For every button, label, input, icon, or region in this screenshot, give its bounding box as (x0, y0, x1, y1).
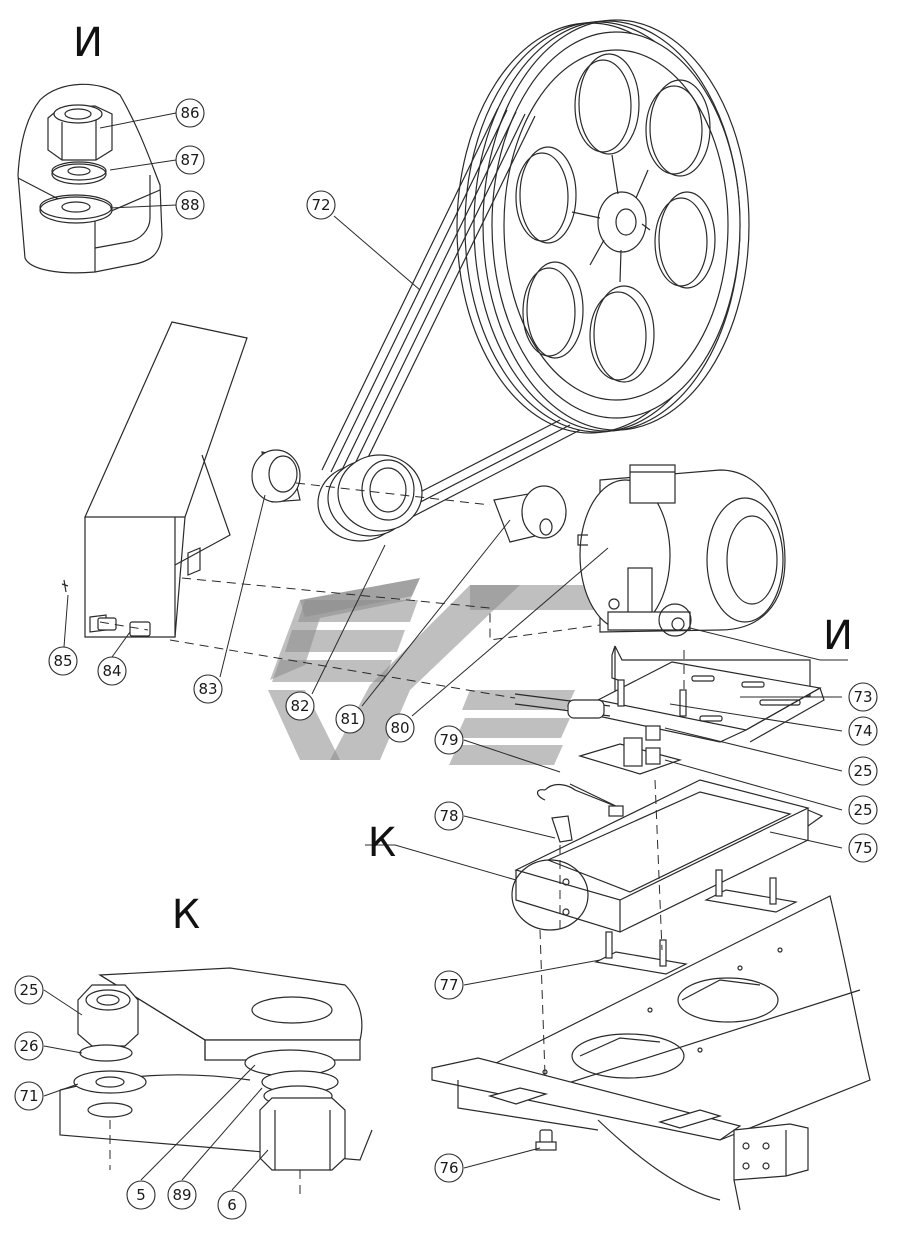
callout-86: 86 (175, 98, 205, 128)
callout-85: 85 (48, 646, 78, 676)
view-label-k-center: К (368, 820, 396, 866)
bushing (251, 449, 301, 503)
callout-label: 26 (19, 1037, 38, 1055)
callout-73: 73 (848, 682, 878, 712)
assembly-axes (99, 482, 685, 1076)
callout-25: 25 (848, 795, 878, 825)
callout-label: 86 (180, 104, 199, 122)
callout-78: 78 (434, 801, 464, 831)
callout-82: 82 (285, 691, 315, 721)
detail-markers (365, 603, 848, 931)
callout-label: 25 (853, 762, 872, 780)
callout-25: 25 (848, 756, 878, 786)
callout-label: 77 (439, 976, 458, 994)
callout-label: 75 (853, 839, 872, 857)
callout-label: 88 (180, 196, 199, 214)
motor-plate (596, 645, 825, 743)
callout-72: 72 (306, 190, 336, 220)
callout-label: 5 (136, 1186, 146, 1204)
callout-label: 6 (227, 1196, 237, 1214)
callout-88: 88 (175, 190, 205, 220)
callout-label: 85 (53, 652, 72, 670)
callout-label: 87 (180, 151, 199, 169)
callout-6: 6 (217, 1190, 247, 1220)
callout-25: 25 (14, 975, 44, 1005)
mounting-feet (594, 869, 798, 975)
view-label-i-right: И (823, 613, 853, 659)
taper-bush (493, 485, 567, 543)
callout-79: 79 (434, 725, 464, 755)
large-pulley (456, 19, 750, 434)
callout-84: 84 (97, 656, 127, 686)
callout-71: 71 (14, 1081, 44, 1111)
callout-label: 74 (853, 722, 872, 740)
callout-label: 72 (311, 196, 330, 214)
callout-81: 81 (335, 704, 365, 734)
electric-motor (577, 464, 786, 633)
callout-77: 77 (434, 970, 464, 1000)
callout-5: 5 (126, 1180, 156, 1210)
callout-75: 75 (848, 833, 878, 863)
callout-80: 80 (385, 713, 415, 743)
callout-label: 89 (172, 1186, 191, 1204)
watermark-logo (268, 578, 620, 765)
view-label-k-left: К (172, 892, 200, 938)
callout-89: 89 (167, 1180, 197, 1210)
leader-lines (43, 112, 843, 1191)
callout-label: 79 (439, 731, 458, 749)
callout-83: 83 (193, 674, 223, 704)
callout-label: 80 (390, 719, 409, 737)
small-pulley (317, 454, 423, 542)
callout-26: 26 (14, 1031, 44, 1061)
callout-76: 76 (434, 1153, 464, 1183)
callout-label: 25 (853, 801, 872, 819)
callout-label: 84 (102, 662, 121, 680)
detail-view-k (59, 967, 373, 1195)
view-label-i-top: И (73, 20, 103, 66)
callout-label: 83 (198, 680, 217, 698)
callout-label: 78 (439, 807, 458, 825)
callout-label: 81 (340, 710, 359, 728)
callout-label: 71 (19, 1087, 38, 1105)
callout-74: 74 (848, 716, 878, 746)
callout-label: 73 (853, 688, 872, 706)
support-bracket (536, 725, 683, 843)
callout-label: 76 (439, 1159, 458, 1177)
base-frame (431, 895, 871, 1211)
callout-label: 82 (290, 697, 309, 715)
belt-guard-cover (61, 321, 248, 638)
callout-87: 87 (175, 145, 205, 175)
detail-view-i (17, 83, 163, 274)
callout-label: 25 (19, 981, 38, 999)
adjusting-screw (514, 693, 611, 719)
